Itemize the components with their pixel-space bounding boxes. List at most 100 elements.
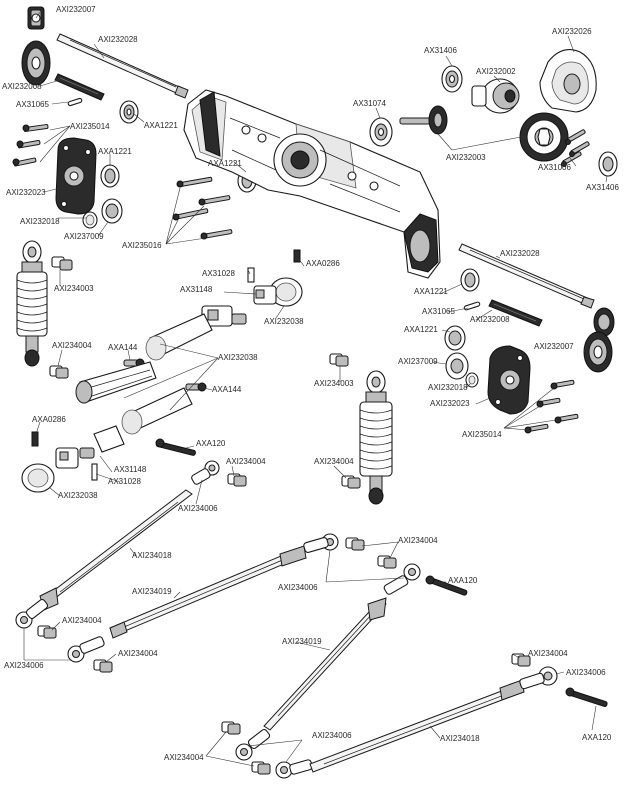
label-ax31028-lower: AX31028 [108, 477, 141, 486]
label-axi232028-top: AXI232028 [98, 35, 138, 44]
label-axi232023-right: AXI232023 [430, 399, 470, 408]
label-axi232008-right: AXI232008 [470, 315, 510, 324]
pinion-gear [399, 105, 448, 135]
bushing-mid-right [341, 475, 361, 489]
label-ax31406-top: AX31406 [424, 46, 457, 55]
gear-right [583, 307, 615, 373]
label-axi232023-left: AXI232023 [6, 188, 46, 197]
gear-left-2 [21, 40, 51, 86]
cover-plate-left [55, 137, 97, 215]
label-axa1221-center: AXA1221 [208, 159, 242, 168]
bearing-right-low [444, 325, 466, 351]
screws-center-left [172, 176, 233, 240]
label-axi232038-lower: AXI232038 [58, 491, 98, 500]
bearing-right-lower [445, 352, 479, 388]
label-axi232003: AXI232003 [446, 153, 486, 162]
differential-case [471, 78, 520, 114]
rod-ends-left-lower [15, 598, 113, 673]
label-axi234004-lower-left-2: AXI234004 [118, 649, 158, 658]
label-axi237009-left: AXI237009 [64, 232, 104, 241]
label-axi234004-right-mid: AXI234004 [314, 457, 354, 466]
bearing-right-top [598, 151, 618, 177]
axle-housing [183, 89, 441, 279]
screws-right-low [524, 379, 579, 434]
label-axi234006-center: AXI234006 [278, 583, 318, 592]
label-axa1221-right: AXA1221 [414, 287, 448, 296]
label-axi232026: AXI232026 [552, 27, 592, 36]
driveshaft-upper [145, 249, 303, 361]
label-ax31406-right: AX31406 [586, 183, 619, 192]
label-axa120-bottom: AXA120 [582, 733, 612, 742]
label-ax31006: AX31006 [538, 163, 571, 172]
bearing-top-left [119, 100, 139, 124]
bearing-top-center [441, 65, 463, 93]
axle-shaft-top-left [56, 33, 189, 99]
cover-plate-right [487, 345, 531, 415]
label-axi234019-upper: AXI234019 [132, 587, 172, 596]
screw-axa120-bottom [565, 687, 608, 708]
label-axi232008-top: AXI232008 [2, 82, 42, 91]
label-axi232018-left: AXI232018 [20, 217, 60, 226]
screw-axa120-mid [155, 438, 196, 456]
label-axa120-mid: AXA120 [196, 439, 226, 448]
label-axi234006-top: AXI234006 [178, 504, 218, 513]
screws-top-left [12, 124, 49, 167]
bushing-left [51, 256, 73, 271]
rod-end-bottom-right [511, 653, 558, 690]
label-axi234006-lower-left: AXI234006 [4, 661, 44, 670]
label-axi232007-right: AXI232007 [534, 342, 574, 351]
label-axi235016: AXI235016 [122, 241, 162, 250]
label-axa0286-upper: AXA0286 [306, 259, 340, 268]
bearing-left-mid [100, 164, 120, 188]
link-rod-3 [263, 597, 387, 731]
link-rod-2 [109, 545, 307, 639]
bearing-right-mid [460, 268, 480, 292]
link-rod-4 [309, 679, 525, 773]
label-axi235014-right: AXI235014 [462, 430, 502, 439]
label-axi234004-lower-left: AXI234004 [62, 616, 102, 625]
label-axi232038-mid: AXI232038 [218, 353, 258, 362]
axle-shaft-right [458, 243, 595, 309]
label-axi234004-right: AXI234004 [528, 649, 568, 658]
label-axi232038-upper: AXI232038 [264, 317, 304, 326]
label-axi234003-left: AXI234003 [54, 284, 94, 293]
label-axi232002: AXI232002 [476, 67, 516, 76]
label-axi232018-right: AXI232018 [428, 383, 468, 392]
label-axi232007-top: AXI232007 [56, 5, 96, 14]
spline-shaft-mid [75, 361, 207, 435]
driveshaft-lower [21, 425, 125, 493]
bushing-left-2 [49, 365, 69, 379]
label-axi234004-mid: AXI234004 [226, 457, 266, 466]
label-axa1221-left: AXA1221 [98, 147, 132, 156]
label-ax31065-top: AX31065 [16, 100, 49, 109]
label-axi234019-lower: AXI234019 [282, 637, 322, 646]
label-axi234018-upper: AXI234018 [132, 551, 172, 560]
label-ax31065-right: AX31065 [422, 307, 455, 316]
label-axa0286-lower: AXA0286 [32, 415, 66, 424]
label-axa144-upper: AXA144 [108, 343, 138, 352]
shock-absorber-right [359, 370, 393, 505]
shock-absorber-left [16, 240, 48, 367]
rod-ends-center-right [303, 533, 421, 595]
stub-axle-top [54, 73, 105, 101]
label-axi234004-left: AXI234004 [52, 341, 92, 350]
label-axi234004-bottom: AXI234004 [164, 753, 204, 762]
label-axa144-lower: AXA144 [212, 385, 242, 394]
stub-axle-right [488, 299, 543, 327]
bearing-left-low [82, 198, 123, 229]
label-axa1221-top: AXA1221 [144, 121, 178, 130]
bushing-right [329, 353, 349, 367]
label-axi234018-lower: AXI234018 [440, 734, 480, 743]
label-ax31028-upper: AX31028 [202, 269, 235, 278]
label-axi234006-right: AXI234006 [566, 668, 606, 677]
label-ax31148-lower: AX31148 [114, 465, 147, 474]
pin-right [463, 301, 481, 311]
label-axi235014-top: AXI235014 [70, 122, 110, 131]
parts-drawing [12, 6, 618, 779]
label-axi237009-right: AXI237009 [398, 357, 438, 366]
part-labels: AXI232007 AXI232028 AXI232008 AX31065 AX… [2, 5, 619, 762]
label-axi232028-right: AXI232028 [500, 249, 540, 258]
diff-cover [539, 49, 597, 113]
pin-top-left [67, 97, 83, 107]
label-axa120-right: AXA120 [448, 576, 478, 585]
